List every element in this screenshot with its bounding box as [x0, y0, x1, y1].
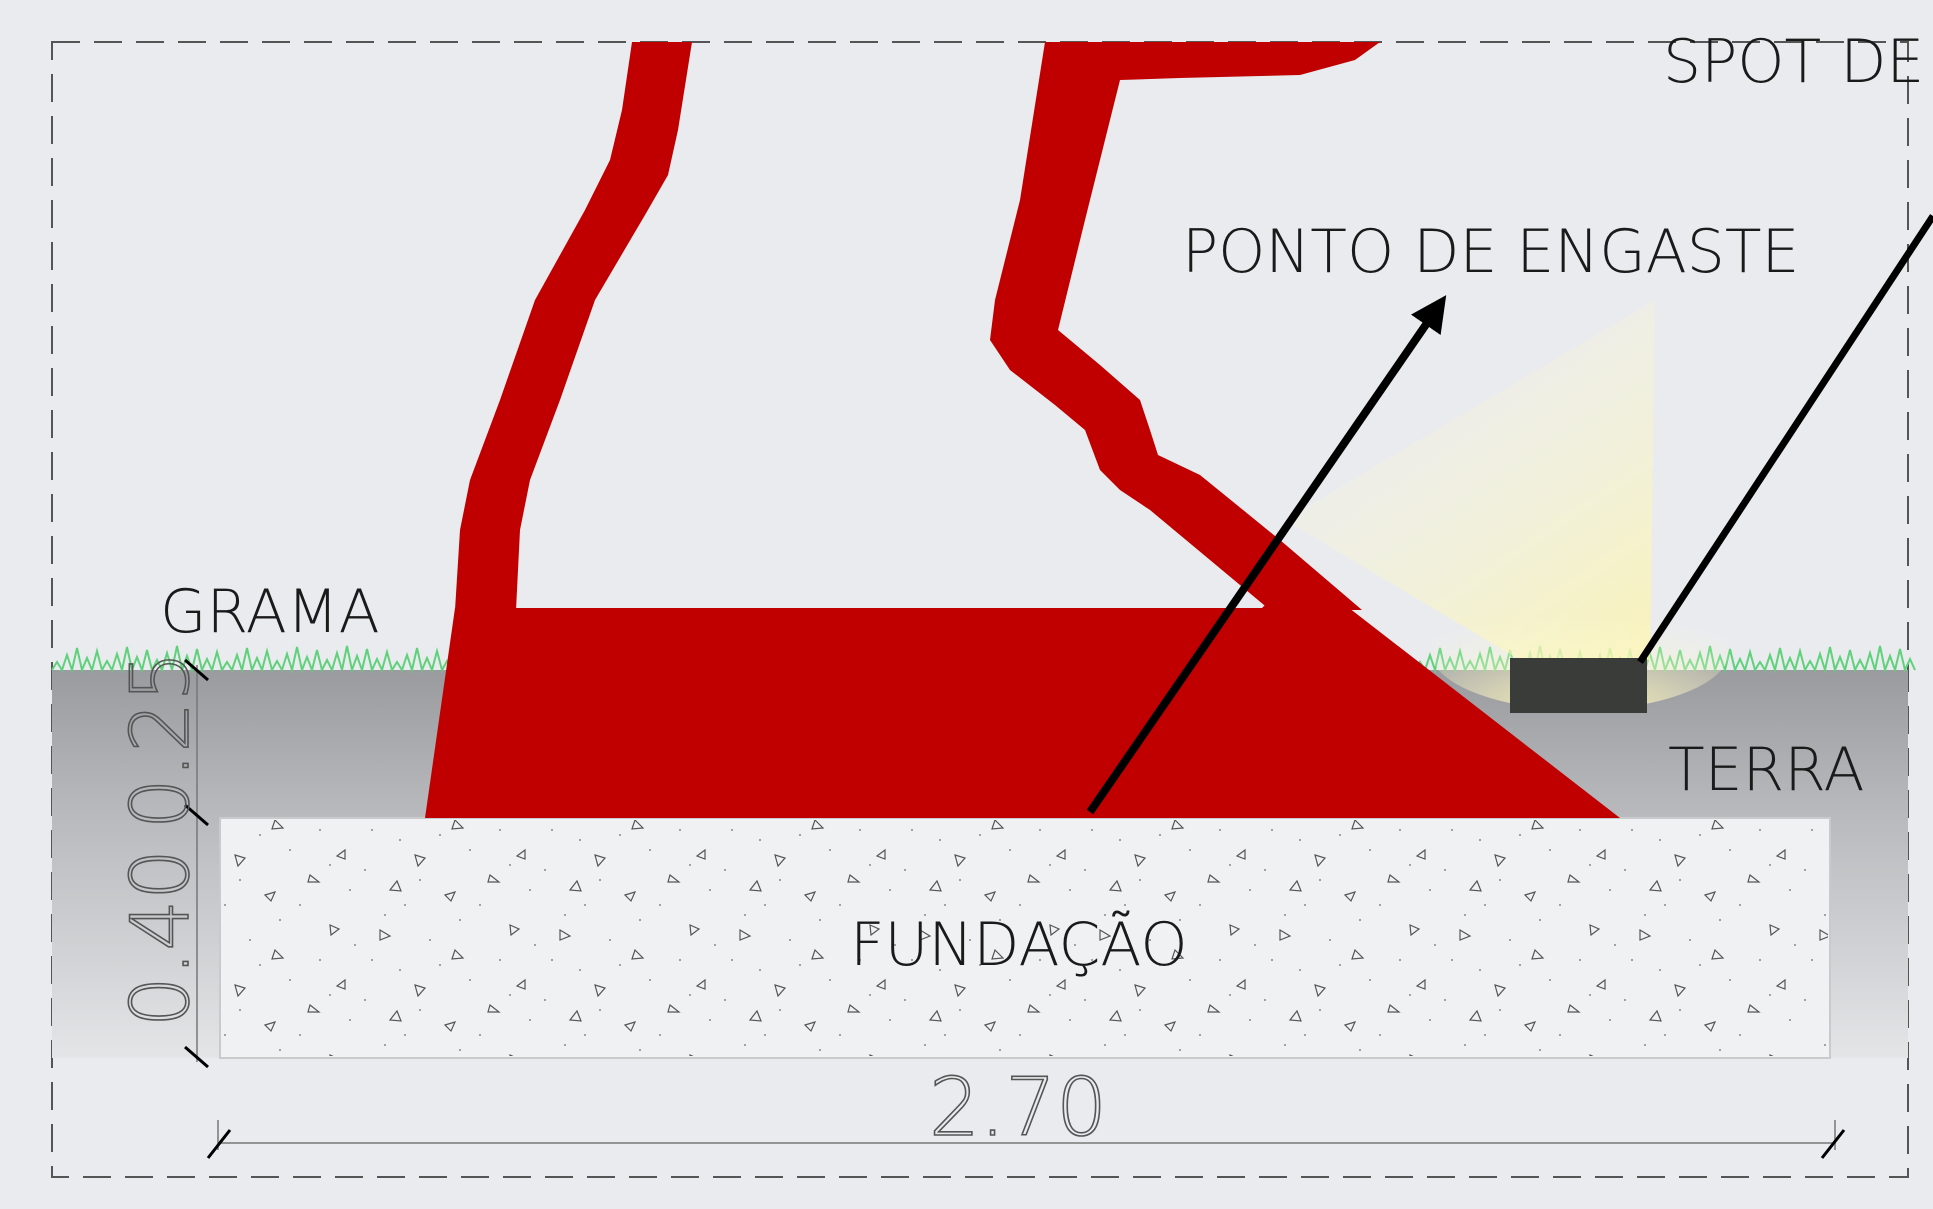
label-soil: TERRA: [1668, 735, 1865, 805]
sculpture-base: [425, 570, 1620, 818]
spot-arrow: [1637, 214, 1933, 664]
foundation-texture: [222, 820, 1828, 1056]
dimension-soil-depth: 0.25: [114, 651, 207, 829]
label-spot: SPOT DE: [1663, 27, 1924, 97]
label-anchor-point: PONTO DE ENGASTE: [1182, 217, 1799, 287]
spotlight-icon: [1510, 658, 1647, 713]
dimension-foundation-height: 0.40: [114, 849, 207, 1027]
light-beam: [1285, 300, 1730, 710]
label-foundation: FUNDAÇÃO: [850, 909, 1188, 980]
label-grass: GRAMA: [160, 577, 380, 647]
height-dimension: [184, 658, 209, 1069]
dimension-total-width: 2.70: [929, 1061, 1107, 1154]
sculpture-right-leg: [990, 42, 1380, 610]
drawing-frame: [51, 41, 1909, 1178]
sculpture-left-leg: [455, 42, 692, 610]
width-dimension: [206, 1120, 1846, 1159]
anchor-point-arrow: [1086, 295, 1447, 815]
